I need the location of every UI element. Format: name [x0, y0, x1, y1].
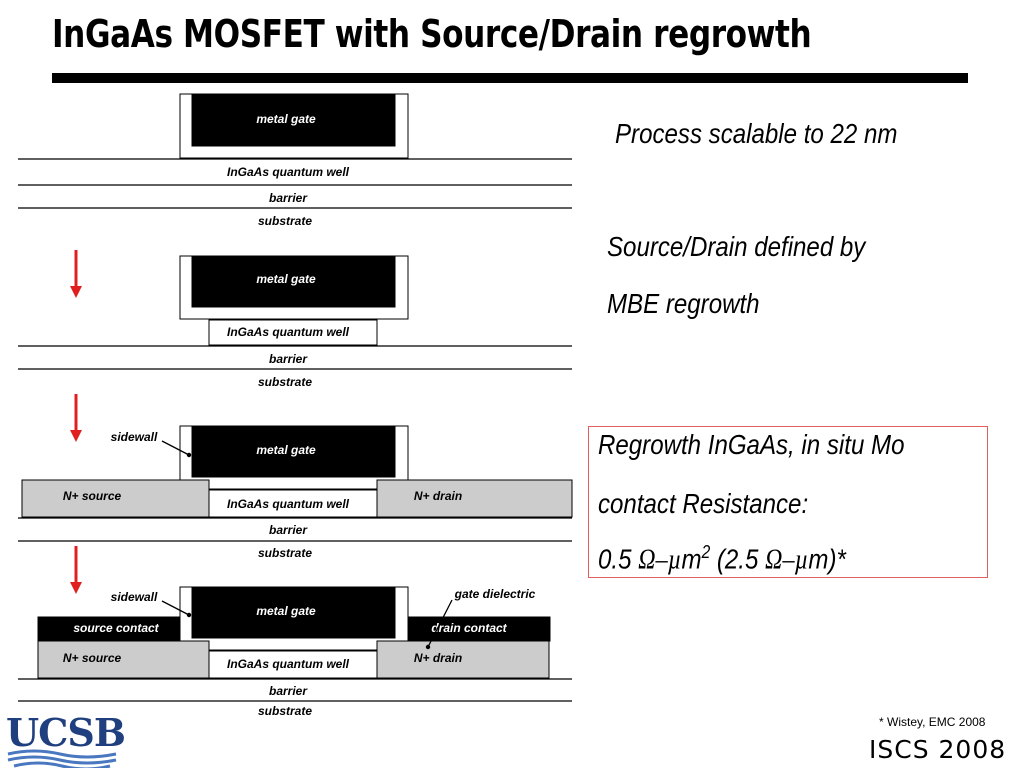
bullet-source-drain-line2: MBE regrowth — [607, 288, 760, 319]
contact-resistance-callout: Regrowth InGaAs, in situ Mo contact Resi… — [588, 426, 988, 578]
callout-line-regrowth: Regrowth InGaAs, in situ Mo — [598, 429, 905, 460]
stage4-qw-label: InGaAs quantum well — [227, 657, 350, 671]
stage3-qw-label: InGaAs quantum well — [227, 497, 350, 511]
stage4-gate-dielectric-label: gate dielectric — [454, 587, 536, 601]
stage3-sidewall-leader — [161, 440, 190, 456]
stage4-gate — [191, 586, 396, 639]
stage1-gate-label: metal gate — [256, 112, 316, 126]
stage2-qw-label: InGaAs quantum well — [227, 325, 350, 339]
mu-symbol-2: µ — [794, 544, 809, 576]
stage4-drain-contact — [407, 616, 551, 642]
bullet-source-drain-line1: Source/Drain defined by — [607, 231, 866, 262]
stage4-source-contact — [37, 616, 181, 642]
stage2-barrier-label: barrier — [269, 352, 308, 366]
ohm-symbol: Ω — [638, 544, 656, 576]
value-prefix: 0.5 — [598, 543, 639, 575]
stage4-gate-label: metal gate — [256, 604, 316, 618]
value-suffix: m)* — [808, 543, 846, 575]
stage2-qw-mesa — [208, 319, 378, 346]
footnote: * Wistey, EMC 2008 — [879, 715, 986, 729]
conference-label: ISCS 2008 — [869, 735, 1007, 764]
stage4-sidewall-leader-dot — [186, 612, 192, 618]
stage3-sidewall-leader-dot — [186, 452, 192, 458]
slide-title: InGaAs MOSFET with Source/Drain regrowth — [52, 12, 812, 56]
stage4-sidewall-leader — [161, 600, 190, 616]
stage4-gate-dielectric-leader — [427, 599, 453, 648]
ohm-symbol-2: Ω — [765, 544, 783, 576]
callout-line-contact: contact Resistance: — [598, 488, 809, 519]
stage4-substrate-label: substrate — [258, 704, 312, 718]
stage3-gate — [191, 425, 396, 478]
stage1-barrier-label: barrier — [269, 191, 308, 205]
callout-line-value: 0.5 Ω–µm2 (2.5 Ω–µm)* — [598, 542, 846, 576]
ucsb-logo-text: UCSB — [6, 710, 124, 755]
stage2-gate-label: metal gate — [256, 272, 316, 286]
mu-symbol: µ — [667, 544, 682, 576]
ucsb-logo: UCSB — [6, 710, 124, 768]
stage3-n-source-label: N+ source — [63, 489, 122, 503]
stage4-n-source — [37, 640, 210, 679]
stage3-sidewall-label: sidewall — [111, 430, 158, 444]
stage2-gate — [191, 255, 396, 308]
bullet-process-scalable: Process scalable to 22 nm — [615, 118, 898, 149]
stage3-substrate-label: substrate — [258, 546, 312, 560]
stage4-n-drain — [376, 640, 550, 679]
stage2-substrate-label: substrate — [258, 375, 312, 389]
stage4-source-contact-label: source contact — [73, 621, 159, 635]
stage4-qw-mesa — [208, 650, 378, 679]
stage3-n-drain-label: N+ drain — [414, 489, 462, 503]
stage2-arrow — [70, 394, 82, 442]
stage3-barrier-label: barrier — [269, 523, 308, 537]
unit-superscript: 2 — [701, 542, 711, 562]
title-rule — [52, 73, 968, 83]
stage4-drain-contact-label: drain contact — [431, 621, 507, 635]
stage4-barrier-label: barrier — [269, 684, 308, 698]
stage1-gate — [191, 93, 396, 147]
stage4-sidewall-label: sidewall — [111, 590, 158, 604]
stage3-gate-label: metal gate — [256, 443, 316, 457]
stage1-substrate-label: substrate — [258, 214, 312, 228]
stage1-arrow — [70, 250, 82, 298]
dash-symbol: – — [655, 544, 668, 576]
dash-symbol-2: – — [782, 544, 795, 576]
stage1-qw-label: InGaAs quantum well — [227, 165, 350, 179]
stage3-qw-mesa — [208, 489, 378, 518]
unit-m: m — [681, 543, 702, 575]
stage4-n-source-label: N+ source — [63, 651, 122, 665]
value-mid: (2.5 — [710, 543, 766, 575]
stage3-arrow — [70, 546, 82, 594]
stage3-n-drain — [376, 479, 573, 518]
stage4-gate-dielectric-leader-dot — [425, 644, 431, 650]
stage4-n-drain-label: N+ drain — [414, 651, 462, 665]
